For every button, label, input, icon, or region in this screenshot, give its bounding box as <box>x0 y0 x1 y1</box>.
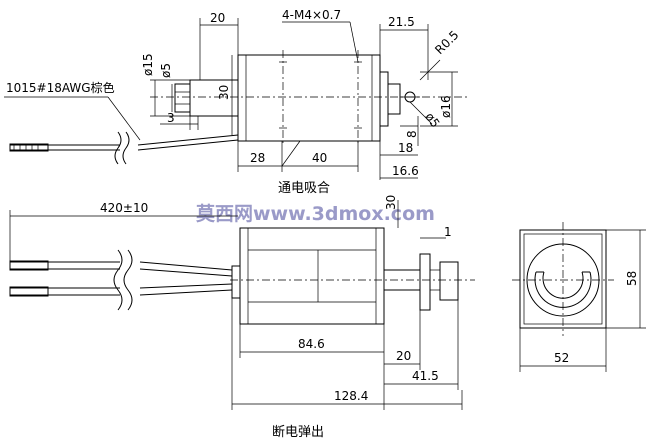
dim-420: 420±10 <box>100 201 148 215</box>
dim-20: 20 <box>210 11 225 25</box>
rear-shaft <box>174 83 191 113</box>
dim-52: 52 <box>554 351 569 365</box>
wire-tip <box>9 143 49 152</box>
wire-tip-2 <box>9 286 49 297</box>
energized-view: 1015#18AWG棕色 20 4-M4×0.7 21.5 R0.5 ø15 ø… <box>4 8 470 196</box>
dim-58: 58 <box>625 271 639 286</box>
dim-8: 8 <box>405 130 419 138</box>
dim-21-5: 21.5 <box>388 15 415 29</box>
lead-wires-bottom <box>9 249 233 311</box>
plunger-tip <box>439 261 459 301</box>
end-view: 52 58 <box>512 222 646 372</box>
plunger-head <box>387 83 401 115</box>
dim-30-bottom: 30 <box>384 195 398 210</box>
dim-16-6: 16.6 <box>392 164 419 178</box>
dim-84-6: 84.6 <box>298 337 325 351</box>
dim-30-top: 30 <box>217 85 231 100</box>
dim-28: 28 <box>250 151 265 165</box>
wire-tip-1 <box>9 260 49 271</box>
dim-41-5: 41.5 <box>412 369 439 383</box>
front-flange <box>379 71 389 127</box>
dim-40: 40 <box>312 151 327 165</box>
dim-phi16: ø16 <box>439 95 453 118</box>
rear-plate <box>231 265 241 299</box>
dim-thread: 4-M4×0.7 <box>282 8 341 22</box>
dim-20-bottom: 20 <box>396 349 411 363</box>
dim-128-4: 128.4 <box>334 389 368 403</box>
caption-deenergized: 断电弹出 <box>272 425 324 440</box>
dim-phi15: ø15 <box>141 53 155 76</box>
dim-phi5: ø5 <box>159 63 173 78</box>
dim-3: 3 <box>167 111 175 125</box>
dim-18: 18 <box>398 141 413 155</box>
deenergized-view: 420±10 30 1 84.6 20 41.5 128.4 断电弹出 <box>9 195 475 440</box>
caption-energized: 通电吸合 <box>278 181 330 196</box>
front-washer <box>419 253 431 311</box>
dim-r0-5: R0.5 <box>432 28 461 57</box>
wire-spec-label: 1015#18AWG棕色 <box>6 80 115 95</box>
watermark: 莫西网www.3dmox.com <box>196 202 435 225</box>
solenoid-body-bottom <box>239 227 385 325</box>
mounting-screws <box>279 50 362 146</box>
lead-wires-top <box>9 131 239 165</box>
dim-1: 1 <box>444 225 452 239</box>
